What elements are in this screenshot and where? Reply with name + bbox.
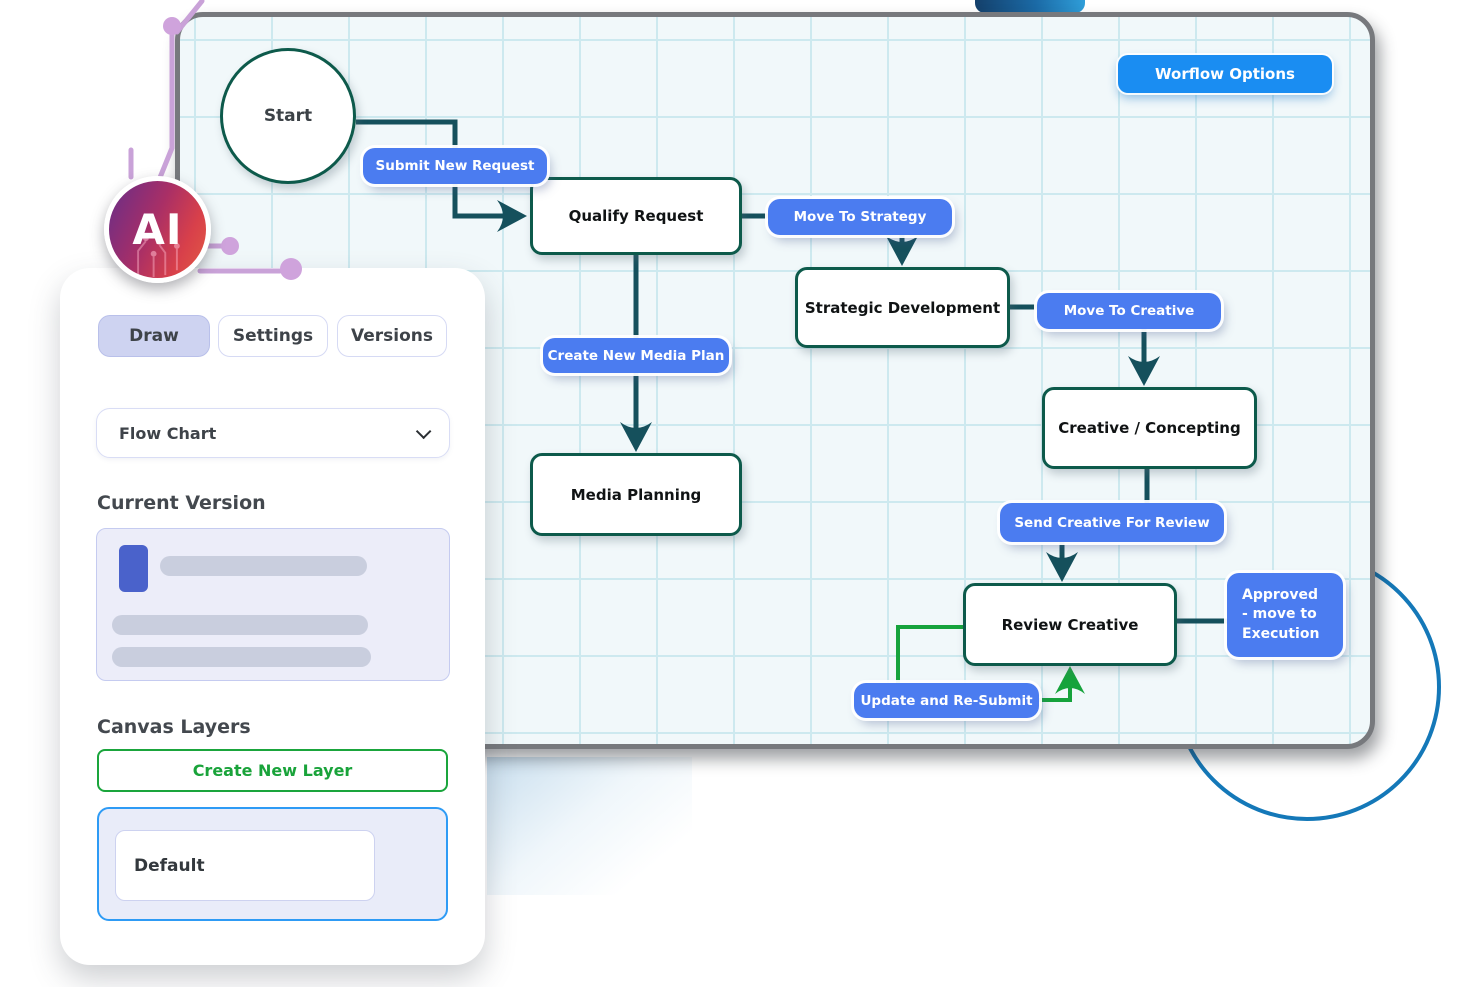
top-blue-ribbon [975,0,1085,13]
skeleton-bar [160,556,367,576]
edge-label-move-to-creative[interactable]: Move To Creative [1037,293,1221,329]
current-version-heading: Current Version [97,492,266,514]
current-version-card[interactable] [96,528,450,681]
flow-node-qualify-request[interactable]: Qualify Request [530,177,742,255]
flow-node-start[interactable]: Start [220,48,356,184]
layer-list: Default [97,807,448,921]
flow-node-creative-concepting[interactable]: Creative / Concepting [1042,387,1257,469]
chevron-down-icon [415,423,432,439]
tab-settings[interactable]: Settings [218,315,328,357]
side-panel: Draw Settings Versions Flow Chart Curren… [60,268,485,965]
decor-gradient-patch [487,757,692,895]
flow-node-review-creative[interactable]: Review Creative [963,583,1177,666]
edge-label-submit-new-request[interactable]: Submit New Request [363,148,547,184]
skeleton-bar [112,647,371,667]
version-thumbnail [119,545,148,592]
edge-label-move-to-strategy[interactable]: Move To Strategy [768,199,952,235]
flow-node-strategic-development[interactable]: Strategic Development [795,267,1010,348]
create-new-layer-button[interactable]: Create New Layer [97,749,448,792]
chart-type-dropdown[interactable]: Flow Chart [96,408,450,458]
flowchart-connectors [356,119,1227,702]
ai-badge-label: AI [132,205,183,254]
edge-label-send-creative-for-review[interactable]: Send Creative For Review [1000,503,1224,542]
layer-item-default[interactable]: Default [115,830,375,901]
skeleton-bar [112,615,368,635]
tab-draw[interactable]: Draw [98,315,210,357]
edge-label-approved-move-to-execution[interactable]: Approved - move to Execution [1227,573,1343,657]
edge-label-update-and-resubmit[interactable]: Update and Re-Submit [854,683,1039,718]
canvas-layers-heading: Canvas Layers [97,716,251,738]
workflow-options-button[interactable]: Worflow Options [1118,55,1332,93]
circuit-traces-icon [137,235,180,278]
edge-label-create-new-media-plan[interactable]: Create New Media Plan [543,338,729,373]
ai-logo-badge: AI [104,176,211,283]
chart-type-value: Flow Chart [119,423,217,443]
tab-versions[interactable]: Versions [337,315,447,357]
flow-node-media-planning[interactable]: Media Planning [530,453,742,536]
